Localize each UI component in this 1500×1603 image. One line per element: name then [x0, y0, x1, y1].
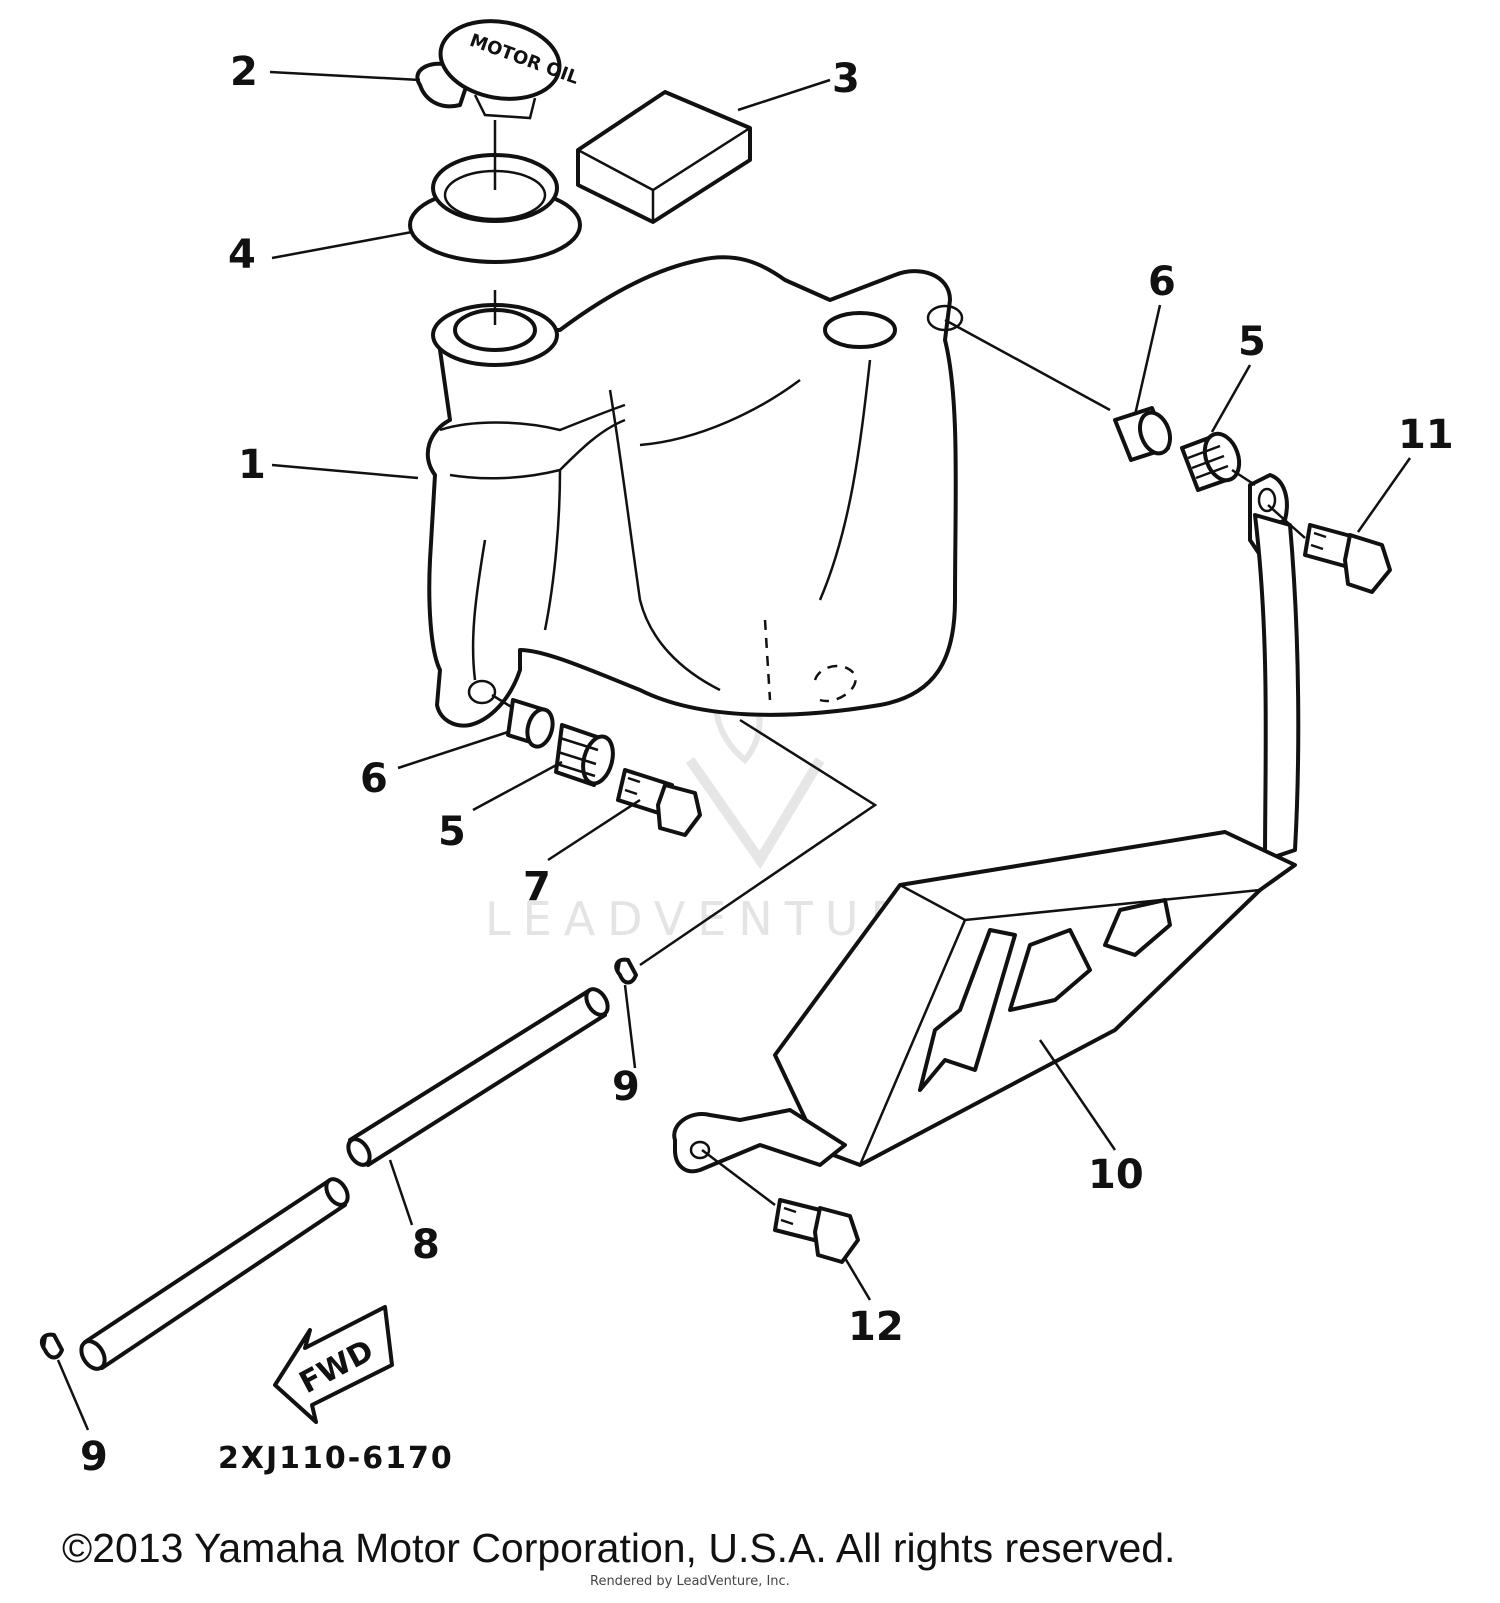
part-damper-upper [1180, 431, 1242, 492]
callout-labels: 2 3 4 1 6 5 11 6 5 7 9 8 10 12 9 [80, 49, 1454, 1480]
part-bolt-7 [616, 768, 702, 837]
callout-5-upper: 5 [1238, 319, 1266, 365]
part-clip-lower [40, 1332, 64, 1360]
callout-1: 1 [238, 442, 266, 488]
callout-9-upper: 9 [612, 1064, 640, 1110]
callout-5-lower: 5 [438, 809, 466, 855]
part-oil-cap: MOTOR OIL [415, 19, 581, 120]
callout-10: 10 [1088, 1152, 1144, 1198]
part-damper-lower [554, 723, 615, 787]
part-oil-tank [425, 255, 964, 728]
callout-12: 12 [848, 1304, 904, 1350]
callout-11: 11 [1398, 412, 1454, 458]
part-collar-lower [506, 698, 555, 749]
callout-2: 2 [230, 49, 258, 95]
callout-7: 7 [523, 864, 551, 910]
part-collar-upper [1113, 406, 1172, 462]
callout-3: 3 [832, 56, 860, 102]
render-credit: Rendered by LeadVenture, Inc. [590, 1574, 790, 1589]
callout-6-upper: 6 [1148, 259, 1176, 305]
part-bracket [672, 473, 1301, 1174]
drawing-code: 2XJ110-6170 [218, 1441, 454, 1476]
copyright-notice: ©2013 Yamaha Motor Corporation, U.S.A. A… [62, 1525, 1175, 1571]
fwd-arrow-icon: FWD [273, 1305, 394, 1424]
part-bolt-11 [1303, 523, 1392, 594]
part-pad [576, 90, 752, 224]
part-clip-upper [614, 957, 638, 985]
callout-9-lower: 9 [80, 1434, 108, 1480]
callout-4: 4 [228, 232, 256, 278]
callout-8: 8 [412, 1222, 440, 1268]
part-hose [79, 987, 610, 1371]
callout-6-lower: 6 [360, 756, 388, 802]
leader-lines [56, 70, 1412, 1431]
part-bolt-12 [773, 1198, 860, 1264]
